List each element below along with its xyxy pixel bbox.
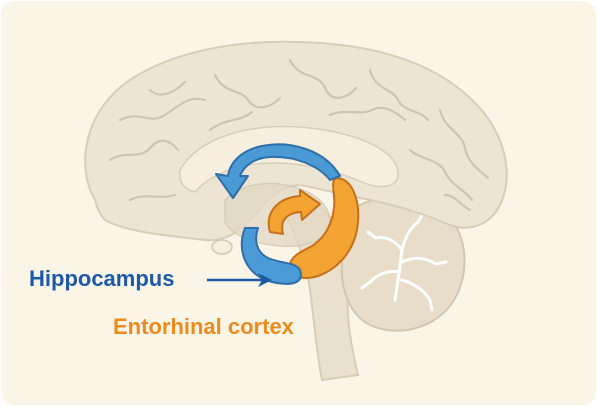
hippocampus-pointer-arrow — [207, 273, 272, 287]
hippocampus-shape — [215, 143, 341, 285]
cerebrum — [84, 40, 508, 242]
small-structure — [211, 239, 233, 255]
cerebellum — [340, 196, 466, 332]
hippocampus-label: Hippocampus — [29, 266, 175, 291]
entorhinal-cortex-label: Entorhinal cortex — [113, 314, 294, 339]
